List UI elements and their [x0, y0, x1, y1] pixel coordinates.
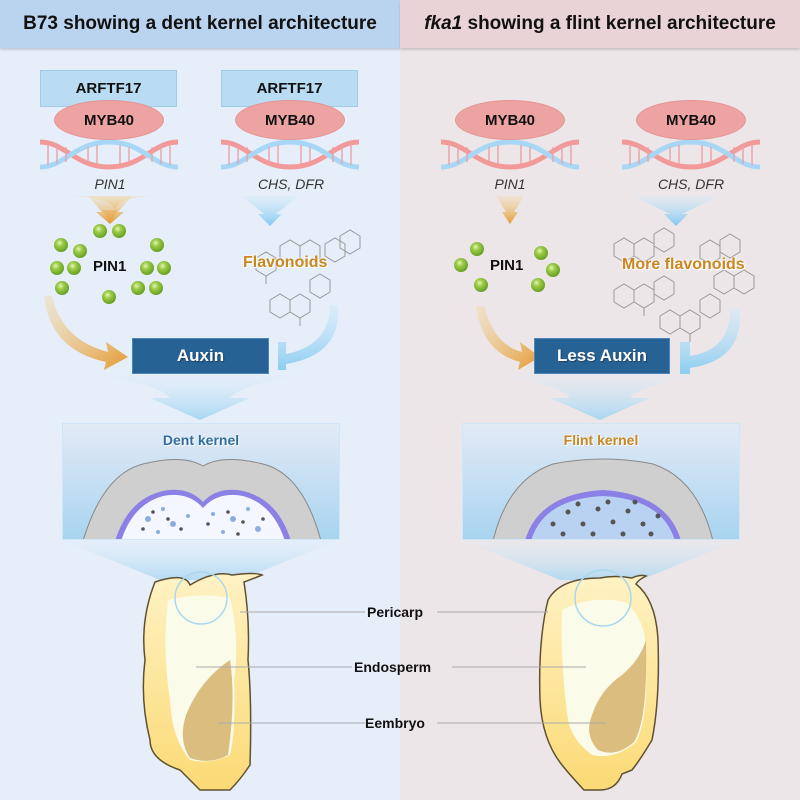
pin1-particle — [140, 261, 154, 275]
pin1-particle — [73, 244, 87, 258]
blue-arrow-icon — [632, 196, 720, 226]
embryo-label: Eembryo — [365, 715, 425, 731]
dna-helix-icon — [440, 139, 580, 170]
flint-kernel-illustration — [538, 569, 660, 791]
dna-helix-icon — [220, 139, 360, 170]
pin1-particles — [454, 242, 560, 292]
b73-panel: B73 showing a dent kernel architecture — [0, 0, 400, 800]
myb40-ellipse: MYB40 — [235, 100, 345, 140]
flint-kernel-section-icon — [493, 458, 713, 539]
less-auxin-box: Less Auxin — [534, 338, 670, 374]
pin1-particles — [50, 224, 171, 304]
dent-kernel-section-icon — [83, 459, 321, 539]
blue-down-arrow-icon — [500, 375, 700, 420]
pin1-particle — [474, 278, 488, 292]
gene-label-pin1: PIN1 — [494, 176, 526, 192]
auxin-box: Auxin — [132, 338, 269, 374]
gene-label-pin1: PIN1 — [94, 176, 126, 192]
b73-graphics — [39, 139, 365, 791]
pericarp-label: Pericarp — [367, 604, 424, 620]
blue-arrow-icon — [242, 196, 298, 226]
pin1-particle — [55, 281, 69, 295]
dent-kernel-title: Dent kernel — [162, 432, 240, 448]
orange-curved-arrow-icon — [476, 306, 540, 370]
b73-header: B73 showing a dent kernel architecture — [0, 0, 400, 48]
pin1-particle — [157, 261, 171, 275]
pin1-particle — [131, 281, 145, 295]
dent-kernel-closeup: Dent kernel — [62, 423, 340, 540]
flint-kernel-closeup: Flint kernel — [462, 423, 740, 540]
pin1-particle — [534, 246, 548, 260]
blue-inhibit-arrow-icon — [680, 309, 741, 374]
dent-kernel-illustration — [142, 571, 264, 791]
dna-helix-icon — [621, 139, 761, 170]
fka1-header: fka1 showing a flint kernel architecture — [400, 0, 800, 48]
pin1-particle — [150, 238, 164, 252]
pin1-particle — [112, 224, 126, 238]
more-flavonoids-label: More flavonoids — [622, 256, 745, 273]
pin1-particle — [546, 263, 560, 277]
pin1-particle — [93, 224, 107, 238]
orange-arrow-icon — [88, 196, 132, 224]
myb40-ellipse: MYB40 — [636, 100, 746, 140]
pin1-label: PIN1 — [490, 257, 524, 274]
myb40-ellipse: MYB40 — [54, 100, 164, 140]
pin1-label: PIN1 — [93, 258, 127, 275]
fka1-header-mutant: fka1 — [424, 13, 463, 34]
pin1-particle — [454, 258, 468, 272]
orange-curved-arrow-icon — [44, 296, 128, 370]
pin1-particle — [54, 238, 68, 252]
fka1-graphics — [437, 139, 761, 791]
b73-header-strain: B73 — [23, 13, 58, 34]
gene-label-chs-dfr: CHS, DFR — [657, 176, 725, 192]
b73-header-text: showing a dent kernel architecture — [57, 13, 377, 34]
flint-kernel-title: Flint kernel — [563, 432, 639, 448]
pin1-particle — [50, 261, 64, 275]
leader-lines — [196, 611, 365, 724]
flavonoids-label: Flavonoids — [243, 254, 328, 271]
blue-down-arrow-icon — [100, 375, 300, 420]
pin1-particle — [470, 242, 484, 256]
pin1-particle — [149, 281, 163, 295]
myb40-ellipse: MYB40 — [455, 100, 565, 140]
endosperm-label: Endosperm — [354, 659, 432, 675]
fka1-header-text: showing a flint kernel architecture — [462, 13, 776, 34]
flavonoid-structure-icon — [255, 229, 361, 326]
flavonoid-structure-icon — [613, 227, 755, 342]
fka1-panel: fka1 showing a flint kernel architecture — [400, 0, 800, 800]
gene-label-chs-dfr: CHS, DFR — [257, 176, 325, 192]
pin1-particle — [531, 278, 545, 292]
blue-inhibit-arrow-icon — [278, 305, 339, 370]
dna-helix-icon — [39, 139, 179, 170]
leader-lines — [437, 611, 606, 724]
orange-arrow-icon — [496, 196, 524, 224]
arftf17-box: ARFTF17 — [40, 70, 177, 107]
pin1-particle — [102, 290, 116, 304]
zoom-cone — [462, 540, 740, 580]
pin1-particle — [67, 261, 81, 275]
zoom-cone — [62, 540, 338, 580]
